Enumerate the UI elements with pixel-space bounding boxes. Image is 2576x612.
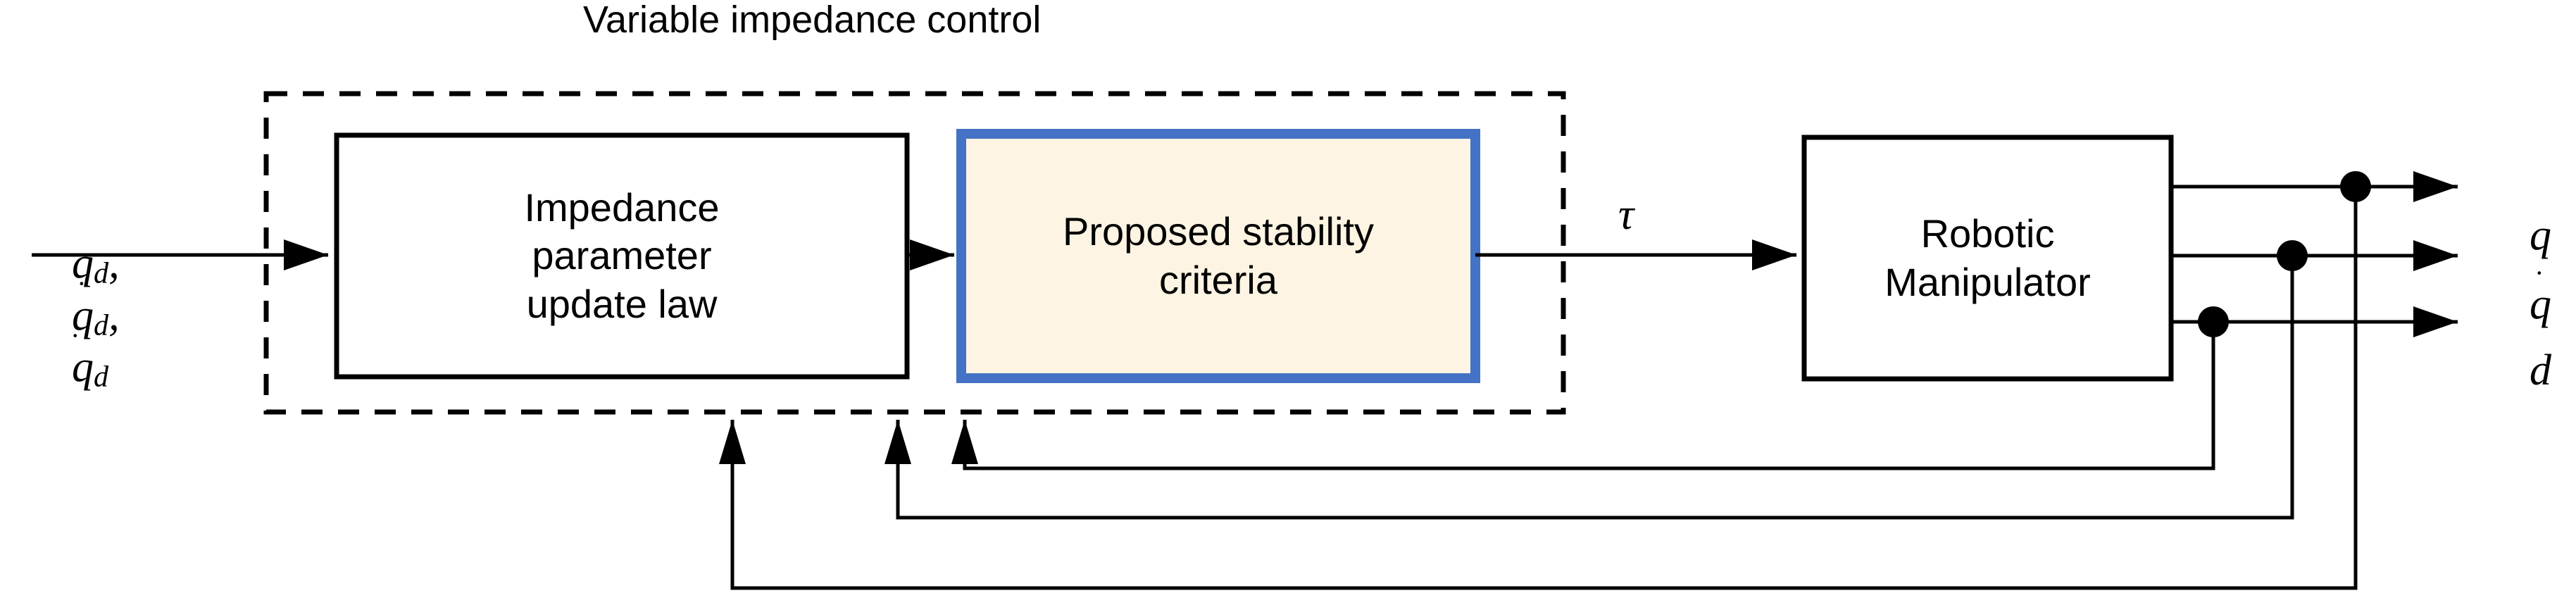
block1-line-2: parameter [532,233,712,278]
impedance-parameter-update-law-box[interactable] [334,132,910,380]
output-velocity-accent: ˙ [2534,263,2546,299]
input-qdot: ˙q [72,275,94,339]
junction-position-dot [2340,171,2371,202]
feedback-path-velocity [884,256,2294,520]
block2-line-2: criteria [1158,257,1278,302]
input-qddot-subscript: d [94,360,109,394]
output-label-position: q [2530,211,2551,259]
block3-line-1: Robotic [1920,211,2055,256]
input-qdot-subscript: d [94,308,109,342]
proposed-stability-criteria-box[interactable] [956,129,1480,383]
input-q-subscript: d [94,256,109,290]
feedback-path-position [719,187,2358,590]
input-q: q [72,239,94,287]
input-comma-1: , [108,239,120,287]
input-comma-2: , [108,291,120,339]
output-label-disturbance: d [2530,346,2551,394]
proposed-stability-criteria-label: Proposed stability criteria [961,134,1475,378]
junction-disturbance-dot [2198,306,2229,337]
feedback-path-disturbance [951,322,2215,470]
impedance-parameter-update-law-label: Impedance parameter update law [337,135,907,377]
robotic-manipulator-box[interactable] [1801,135,2174,382]
group-title: Variable impedance control [583,0,1042,41]
input-qdot-accent: ˙ [76,275,88,311]
input-signal-label: qd, ˙qd, ˙˙qd [28,189,120,444]
torque-signal-label: τ [1618,191,1634,239]
output-label-velocity: ˙q [2530,263,2551,328]
junction-velocity-dot [2277,240,2308,271]
input-qddot: ˙˙q [70,326,94,392]
block1-line-1: Impedance [524,185,720,230]
input-qddot-accent: ˙˙ [70,326,92,362]
block1-line-3: update law [526,281,718,326]
block2-line-1: Proposed stability [1062,209,1374,254]
block3-line-2: Manipulator [1884,259,2091,304]
robotic-manipulator-label: Robotic Manipulator [1804,137,2171,379]
